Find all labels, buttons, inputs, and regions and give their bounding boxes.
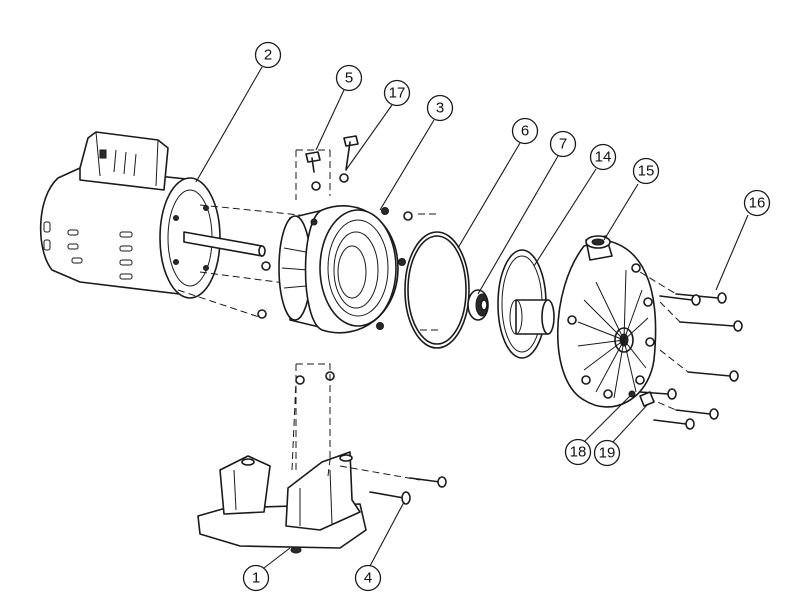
mechanical-seal	[467, 289, 489, 321]
callout-label-19: 19	[599, 445, 616, 462]
callout-label-3: 3	[436, 100, 444, 117]
pump-housing	[556, 235, 657, 408]
callout-5: 5	[335, 64, 363, 92]
callout-label-4: 4	[364, 570, 372, 587]
screw-5	[305, 151, 321, 173]
base-bolts	[291, 379, 447, 505]
callout-2: 2	[254, 41, 282, 69]
callout-label-17: 17	[389, 85, 406, 102]
leader-lines	[195, 66, 749, 569]
callout-label-14: 14	[595, 149, 612, 166]
callout-label-15: 15	[638, 163, 655, 180]
callout-16: 16	[743, 189, 771, 217]
callout-6: 6	[511, 117, 539, 145]
callout-label-16: 16	[749, 195, 766, 212]
housing-bolts	[639, 271, 743, 430]
callout-19: 19	[593, 439, 621, 467]
callout-label-6: 6	[521, 123, 529, 140]
impeller	[497, 249, 555, 359]
motor-base	[197, 451, 367, 554]
drain-plug	[628, 390, 655, 407]
callout-15: 15	[632, 157, 660, 185]
callout-1: 1	[242, 564, 270, 592]
callout-label-7: 7	[559, 136, 567, 153]
callout-label-2: 2	[264, 47, 272, 64]
callout-4: 4	[354, 564, 382, 592]
callout-label-5: 5	[345, 70, 353, 87]
callout-14: 14	[589, 143, 617, 171]
callout-18: 18	[564, 438, 592, 466]
motor	[39, 131, 266, 299]
seal-plate	[278, 205, 406, 334]
o-ring	[404, 231, 470, 349]
callout-label-1: 1	[252, 570, 260, 587]
hardware-nuts	[257, 173, 413, 385]
callout-17: 17	[383, 79, 411, 107]
callout-7: 7	[549, 130, 577, 158]
callout-label-18: 18	[570, 444, 587, 461]
callout-3: 3	[426, 94, 454, 122]
screw-17	[343, 135, 359, 171]
